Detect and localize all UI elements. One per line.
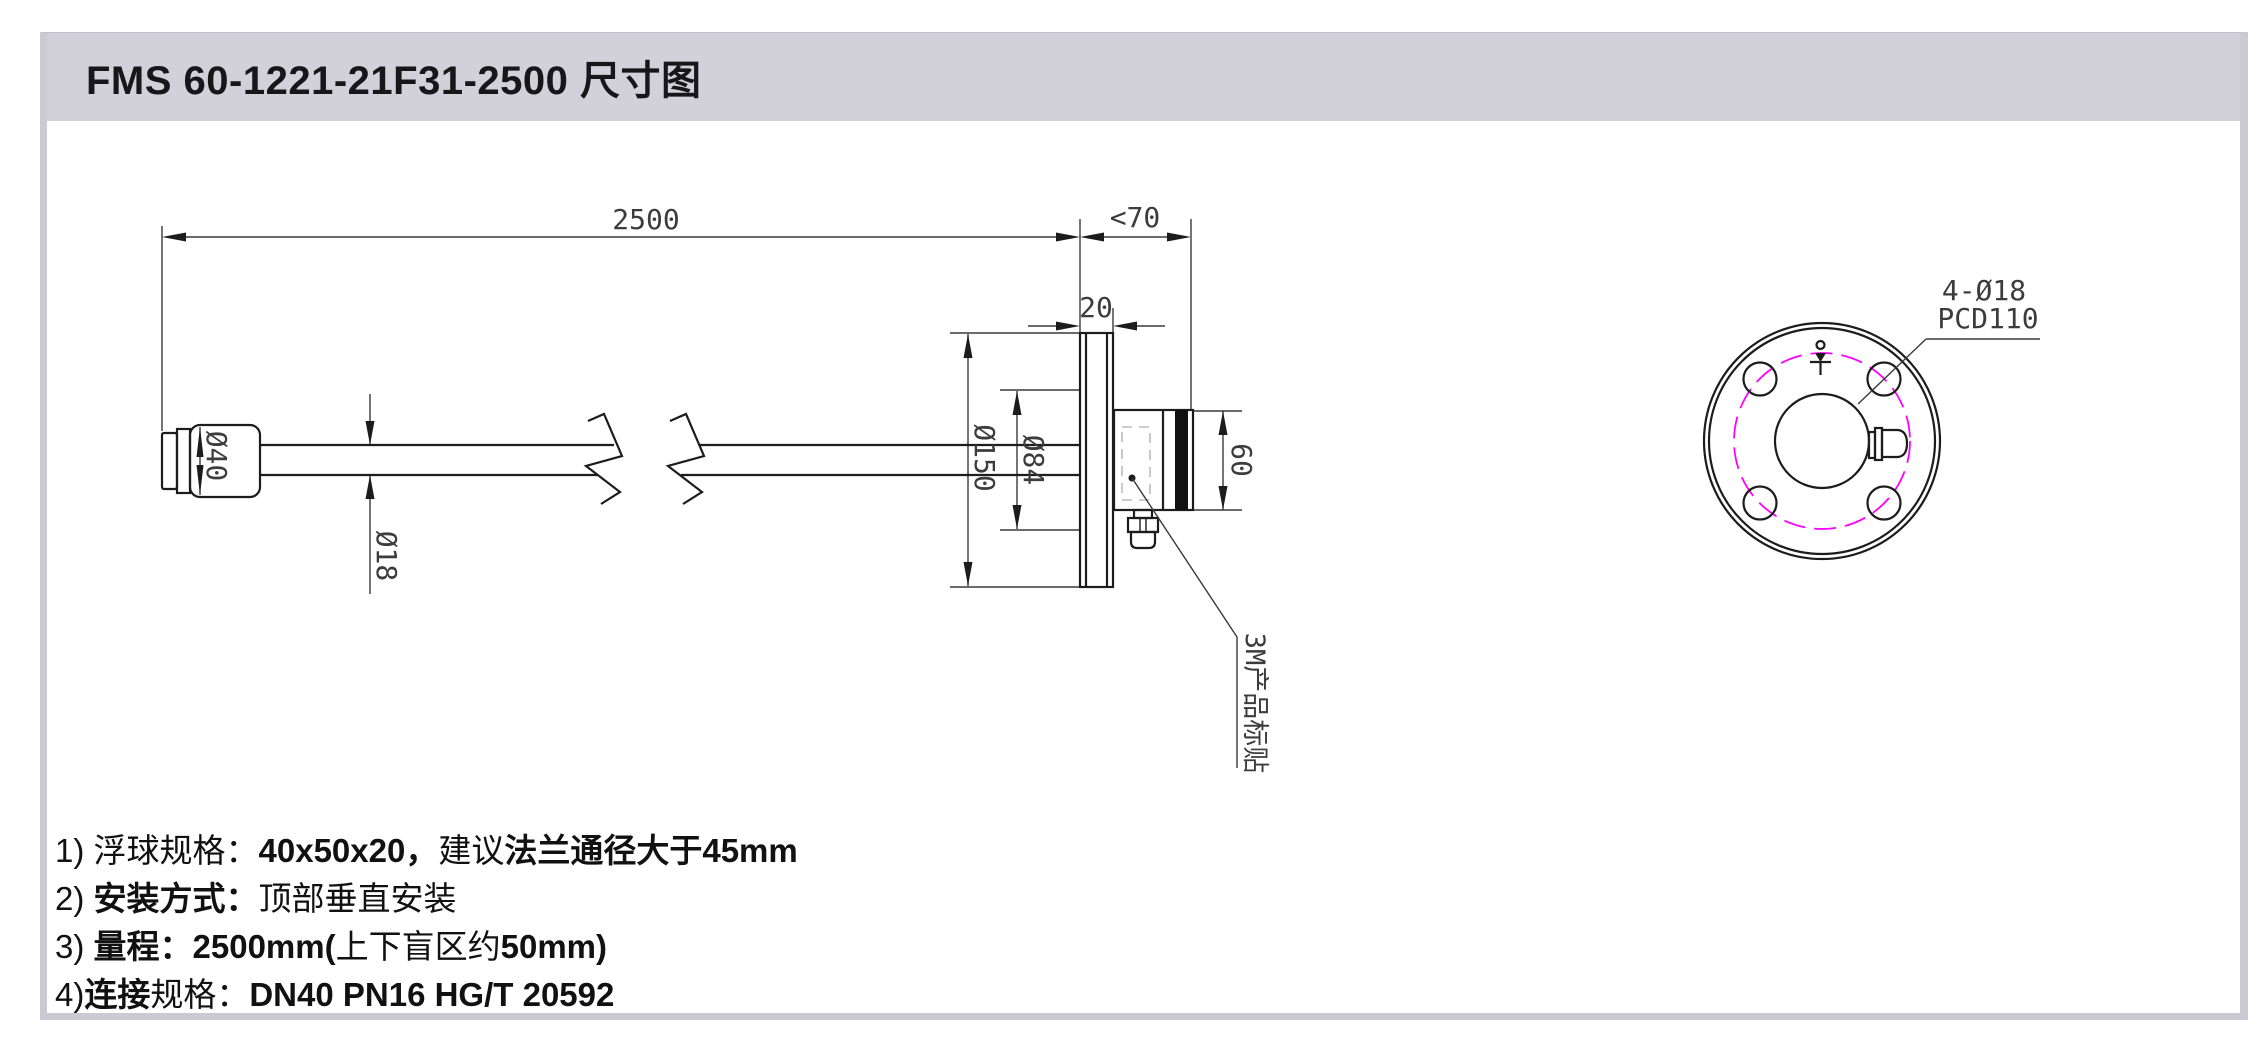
note-3: 3) 量程：2500mm(上下盲区约50mm): [55, 923, 798, 971]
flange-side: [1078, 331, 1115, 589]
dim-flange-thickness: 20: [1079, 291, 1113, 324]
guide-rod: [260, 443, 1080, 477]
housing-band: [1175, 410, 1188, 510]
note-text: 2): [55, 880, 94, 917]
cable-gland: [1126, 508, 1160, 550]
label-callout-text: 3M产品标贴: [1239, 633, 1270, 774]
bolt-hole: [1742, 361, 1778, 397]
note-text: 3): [55, 928, 94, 965]
dimension-arrows: [162, 232, 1228, 586]
dim-total-length: 2500: [612, 203, 679, 236]
dimension-texts: 2500 <70 20 Ø150 Ø84 60 Ø18 Ø40 3M产品标贴 4…: [200, 201, 2039, 773]
note-text: DN40 PN16 HG/T 20592: [249, 976, 615, 1013]
note-4: 4)连接规格：DN40 PN16 HG/T 20592: [55, 971, 798, 1019]
flange-top-view: [1702, 321, 2040, 561]
dim-flange-diameter: Ø150: [968, 424, 1001, 491]
note-text: 40x50x20，: [258, 832, 439, 869]
note-text: 45mm: [702, 832, 798, 869]
dim-rod-diameter: Ø18: [370, 531, 403, 582]
dim-pitch-circle: PCD110: [1937, 302, 2038, 335]
label-leader: [1128, 474, 1238, 768]
bolt-hole: [1866, 485, 1902, 521]
page-title: FMS 60-1221-21F31-2500 尺寸图: [86, 59, 702, 103]
drawing-panel: FMS 60-1221-21F31-2500 尺寸图: [40, 32, 2248, 1020]
dimension-drawing: 2500 <70 20 Ø150 Ø84 60 Ø18 Ø40 3M产品标贴 4…: [160, 201, 2040, 773]
note-text: 连接: [84, 976, 151, 1013]
notes-block: 1) 浮球规格：40x50x20，建议法兰通径大于45mm 2) 安装方式：顶部…: [55, 827, 798, 1019]
product-label-outline: [1121, 426, 1151, 501]
note-text: 50mm): [500, 928, 607, 965]
cable-gland-top-view: [1867, 426, 1909, 462]
note-text: 规格：: [150, 976, 250, 1013]
dimension-lines: [186, 236, 1224, 594]
dim-float-diameter: Ø40: [200, 431, 233, 482]
break-marks: [583, 412, 706, 505]
dim-bolt-holes: 4-Ø18: [1942, 274, 2026, 307]
housing: [1112, 408, 1195, 512]
note-text: 2500mm(: [192, 928, 336, 965]
bolt-hole: [1742, 485, 1778, 521]
extension-lines: [161, 219, 1242, 588]
note-text: 上下盲区约: [335, 928, 501, 965]
bolt-callout-leader: [1857, 338, 2040, 405]
note-text: 安装方式：: [93, 880, 259, 917]
title-bar: FMS 60-1221-21F31-2500 尺寸图: [47, 33, 2240, 121]
level-datum-symbol: [1810, 339, 1831, 375]
note-text: 建议: [438, 832, 505, 869]
note-text: 顶部垂直安装: [258, 880, 457, 917]
dim-housing-height: 60: [1225, 443, 1258, 477]
bolt-hole: [1866, 361, 1902, 397]
note-2: 2) 安装方式：顶部垂直安装: [55, 875, 798, 923]
dim-blind-zone: <70: [1110, 201, 1161, 234]
float-body: [160, 423, 262, 499]
note-text: 法兰通径大于: [504, 832, 703, 869]
center-bore: [1773, 392, 1871, 490]
note-1: 1) 浮球规格：40x50x20，建议法兰通径大于45mm: [55, 827, 798, 875]
dim-boss-diameter: Ø84: [1017, 435, 1050, 486]
note-text: 1) 浮球规格：: [55, 832, 259, 869]
note-text: 量程：: [93, 928, 193, 965]
note-text: 4): [55, 976, 85, 1013]
drawing-area: 2500 <70 20 Ø150 Ø84 60 Ø18 Ø40 3M产品标贴 4…: [47, 121, 2240, 1013]
